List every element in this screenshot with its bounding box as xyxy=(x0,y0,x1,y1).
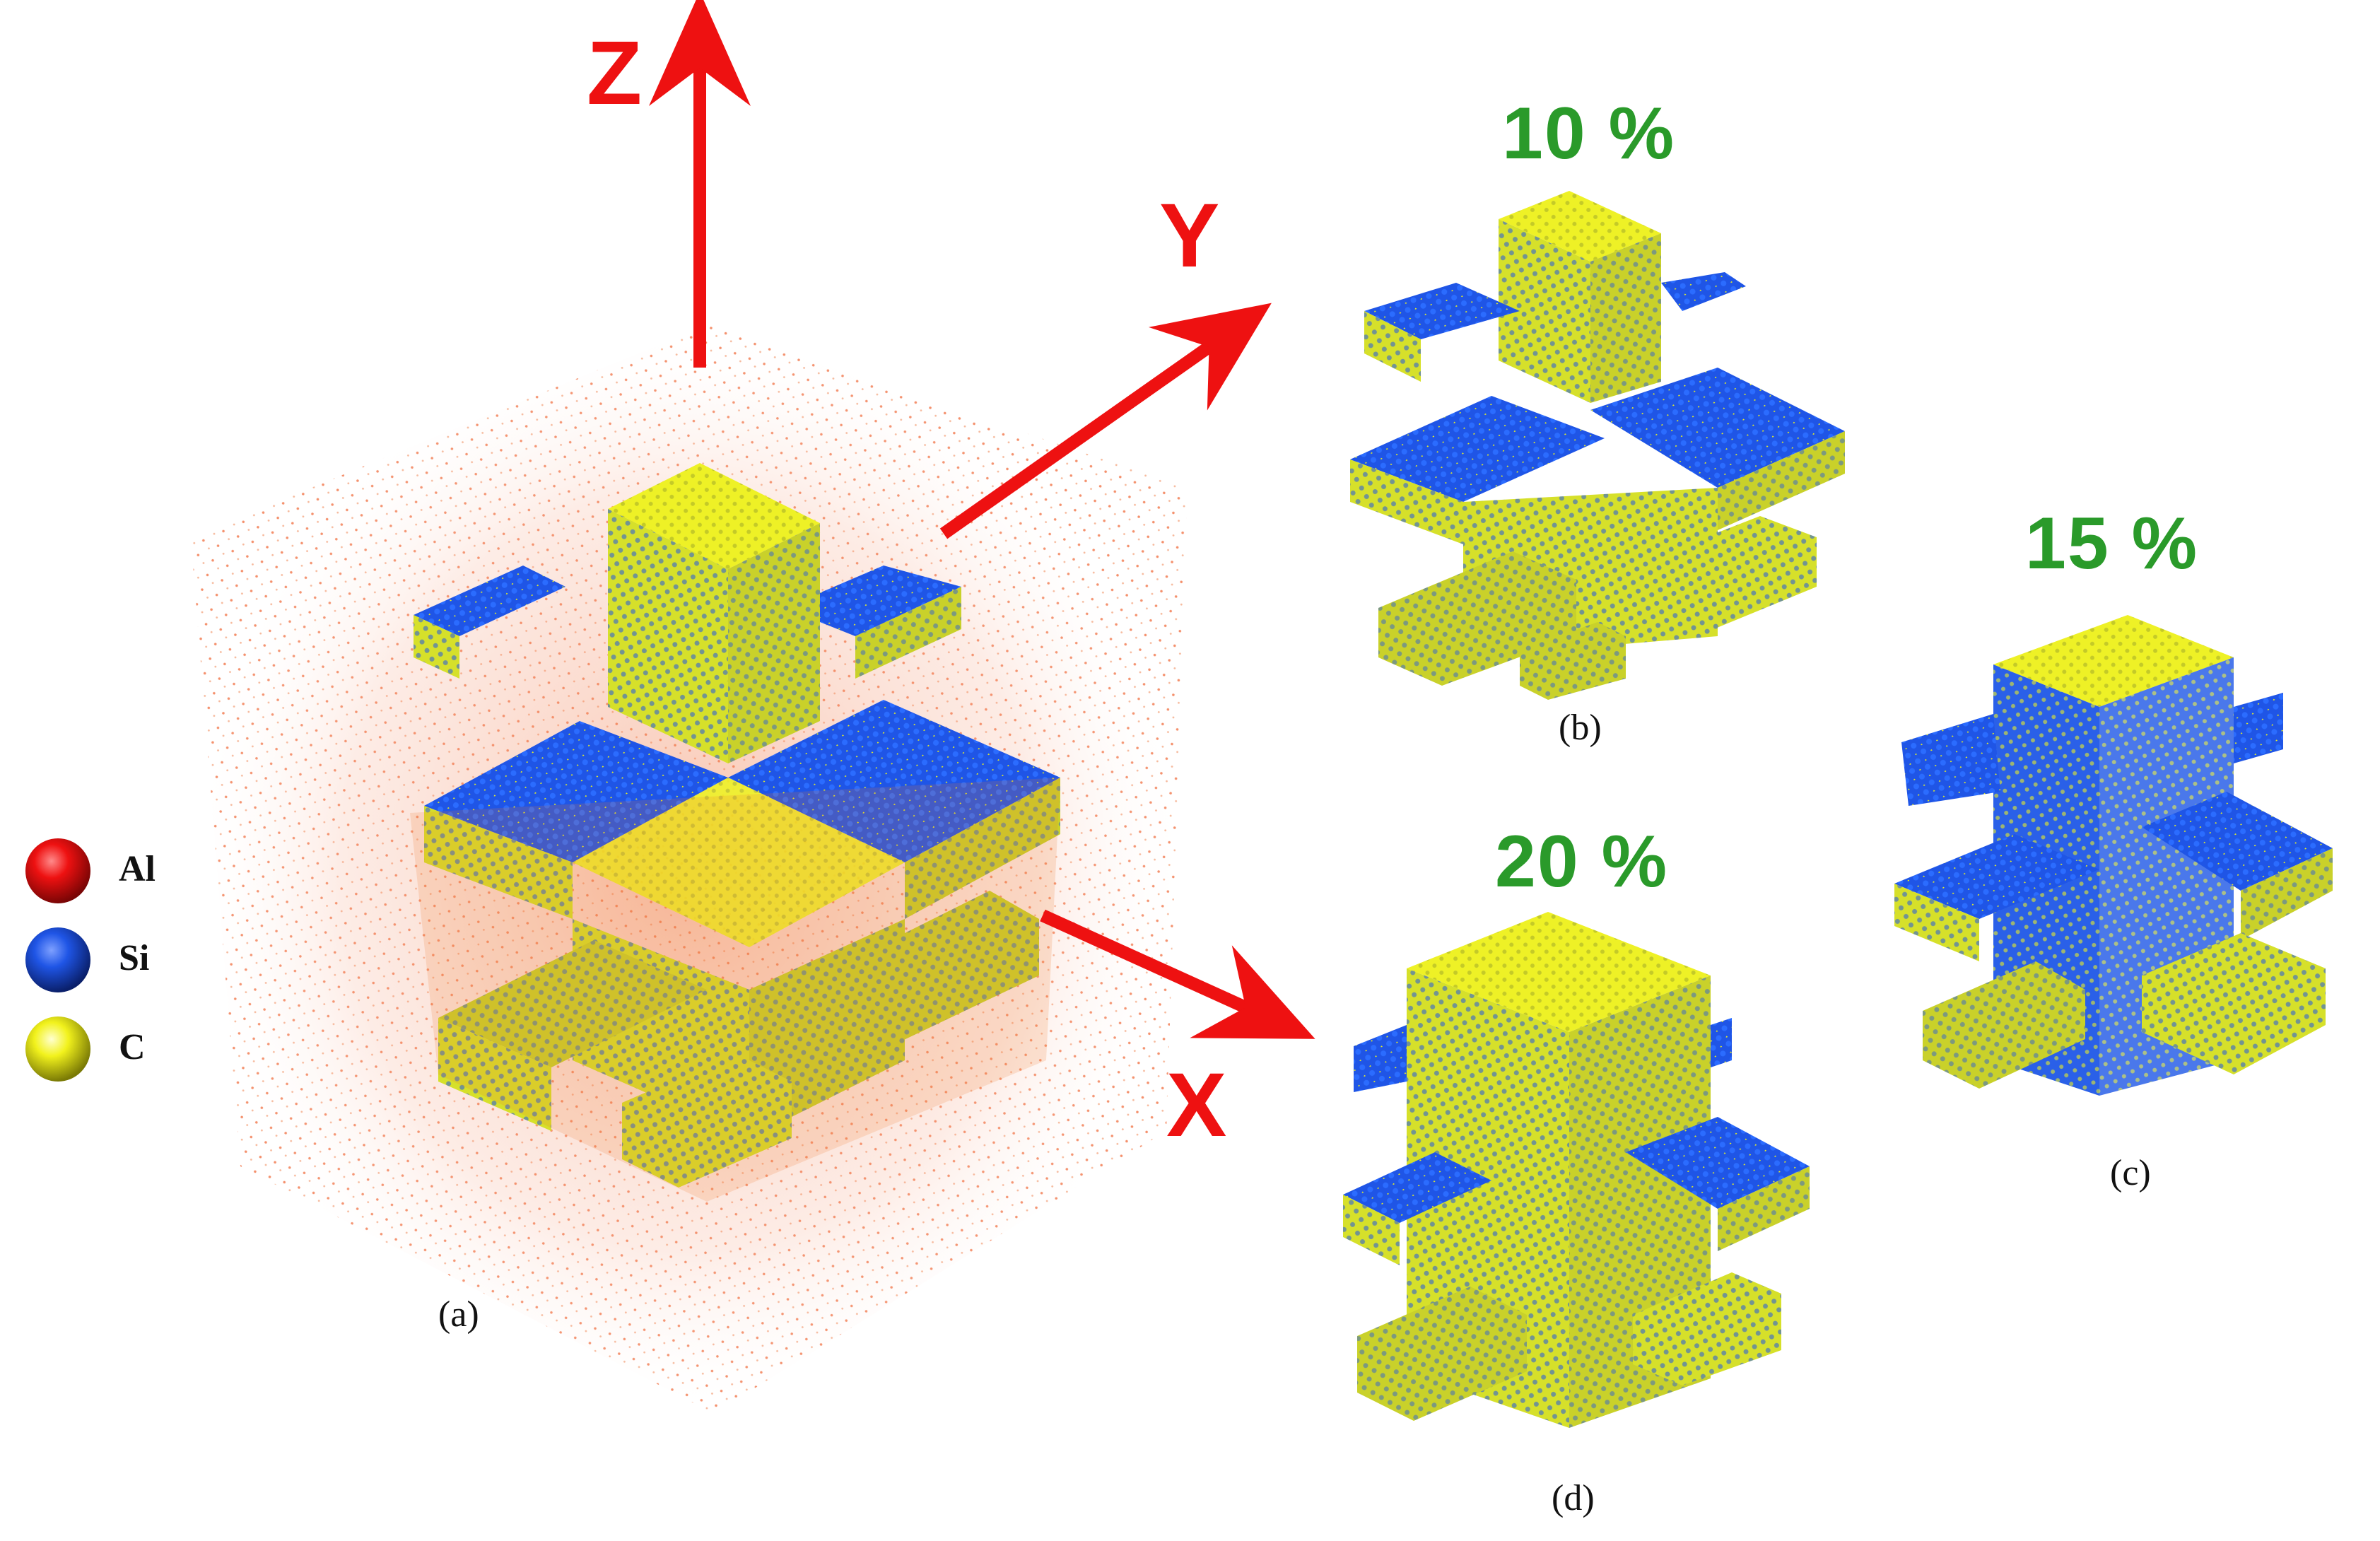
panel-a-label: (a) xyxy=(438,1294,479,1335)
panel-c-percent: 15 % xyxy=(2025,503,2199,585)
panel-c-label: (c) xyxy=(2110,1153,2151,1193)
panel-d-model xyxy=(1343,912,1810,1428)
x-axis-arrow xyxy=(1040,909,1315,1039)
y-axis-label: Y xyxy=(1159,185,1220,286)
legend-label-c: C xyxy=(119,1027,146,1067)
red-sphere-icon xyxy=(25,838,90,903)
yellow-sphere-icon xyxy=(25,1016,90,1082)
z-axis-label: Z xyxy=(587,23,643,124)
legend-label-al: Al xyxy=(119,849,156,889)
legend-label-si: Si xyxy=(119,938,150,978)
panel-b-label: (b) xyxy=(1559,708,1602,748)
panel-d-percent: 20 % xyxy=(1495,821,1669,903)
panel-d-label: (d) xyxy=(1552,1478,1595,1518)
x-axis-label: X xyxy=(1166,1055,1227,1156)
blue-sphere-icon xyxy=(25,927,90,992)
sic-reinforcement xyxy=(410,463,1060,1202)
panel-b-model xyxy=(1350,191,1845,700)
panel-b-percent: 10 % xyxy=(1502,93,1676,175)
y-axis-arrow xyxy=(939,303,1272,539)
panel-c-model xyxy=(1894,615,2333,1096)
panel-a-model xyxy=(191,0,1315,1414)
